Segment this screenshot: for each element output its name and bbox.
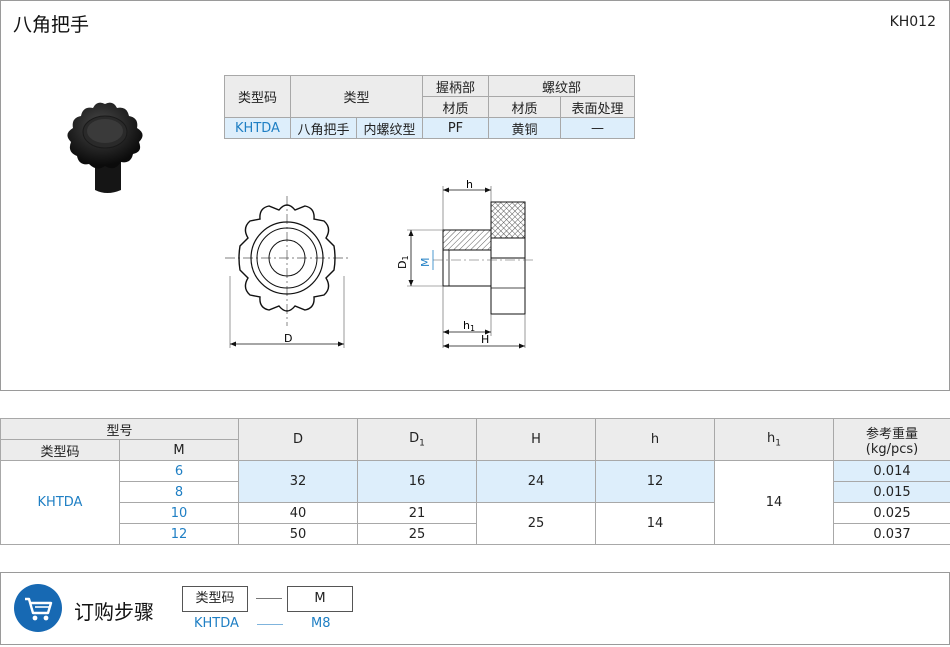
dim-h-value: 14	[595, 502, 716, 545]
dim-d-value: 40	[238, 502, 359, 524]
dim-m-value: 10	[118, 502, 240, 524]
dim-weight-value: 0.014	[833, 460, 950, 482]
dimension-table: 型号 D D1 H h h1 参考重量(kg/pcs) 类型码 M KHTDA …	[0, 418, 950, 545]
dim-m-value: 12	[118, 523, 240, 545]
dim-d-value: 32	[238, 460, 359, 503]
order-steps-title: 订购步骤	[74, 600, 154, 624]
dim-label-M: M	[419, 258, 432, 268]
dim-type-code: KHTDA	[0, 460, 120, 545]
spec-sub-thread-material: 材质	[488, 96, 562, 118]
dim-h1-value: 14	[714, 460, 835, 545]
spec-type-a: 八角把手	[290, 117, 357, 139]
order-box-type-code: 类型码	[182, 586, 248, 612]
order-example-code: KHTDA	[194, 616, 239, 631]
spec-sub-surface: 表面处理	[560, 96, 636, 118]
dim-label-H: H	[481, 333, 489, 346]
dim-h-value: 12	[595, 460, 716, 503]
dim-d1-value: 25	[357, 523, 478, 545]
spec-table: 类型码 类型 握柄部 螺纹部 材质 材质 表面处理 KHTDA 八角把手 内螺纹…	[224, 75, 636, 139]
knob-photo	[67, 102, 143, 193]
dim-header-h1: h1	[714, 418, 835, 461]
order-example-m: M8	[311, 616, 331, 631]
dim-m-value: 8	[118, 481, 240, 503]
dim-header-model: 型号	[0, 418, 240, 440]
spec-grip-material: PF	[422, 117, 490, 139]
dim-d-value: 50	[238, 523, 359, 545]
dim-header-H: H	[476, 418, 597, 461]
dim-label-D1: D1	[396, 255, 410, 269]
dim-label-h: h	[466, 180, 473, 191]
spec-sub-grip-material: 材质	[422, 96, 490, 118]
page-title: 八角把手	[13, 14, 90, 36]
spec-header-grip: 握柄部	[422, 75, 490, 97]
spec-type-code: KHTDA	[224, 117, 291, 139]
dim-weight-value: 0.025	[833, 502, 950, 524]
dim-H-value: 25	[476, 502, 597, 545]
dim-label-D: D	[284, 332, 292, 345]
dim-weight-value: 0.015	[833, 481, 950, 503]
cart-icon	[14, 584, 62, 632]
dim-header-weight: 参考重量(kg/pcs)	[833, 418, 950, 461]
order-example-separator	[257, 624, 283, 625]
front-view-drawing: D	[225, 196, 349, 348]
product-code: KH012	[889, 14, 936, 30]
dim-m-value: 6	[118, 460, 240, 482]
spec-type-b: 内螺纹型	[355, 117, 424, 139]
spec-surface: —	[560, 117, 636, 139]
dim-label-h1: h1	[463, 319, 475, 333]
dim-header-h: h	[595, 418, 716, 461]
order-box-m: M	[287, 586, 353, 612]
order-panel	[0, 572, 950, 645]
spec-header-thread: 螺纹部	[488, 75, 636, 97]
dim-d1-value: 16	[357, 460, 478, 503]
side-view-drawing: h D1 M h1 H	[396, 180, 533, 349]
dim-header-D1: D1	[357, 418, 478, 461]
dim-H-value: 24	[476, 460, 597, 503]
dim-header-type-code: 类型码	[0, 439, 120, 461]
spec-header-type-code: 类型码	[224, 75, 291, 118]
dim-weight-value: 0.037	[833, 523, 950, 545]
order-separator	[256, 598, 282, 599]
dim-header-M: M	[118, 439, 240, 461]
dim-header-D: D	[238, 418, 359, 461]
product-panel	[0, 0, 950, 391]
dim-d1-value: 21	[357, 502, 478, 524]
spec-header-type: 类型	[289, 75, 424, 118]
spec-thread-material: 黄铜	[488, 117, 562, 139]
